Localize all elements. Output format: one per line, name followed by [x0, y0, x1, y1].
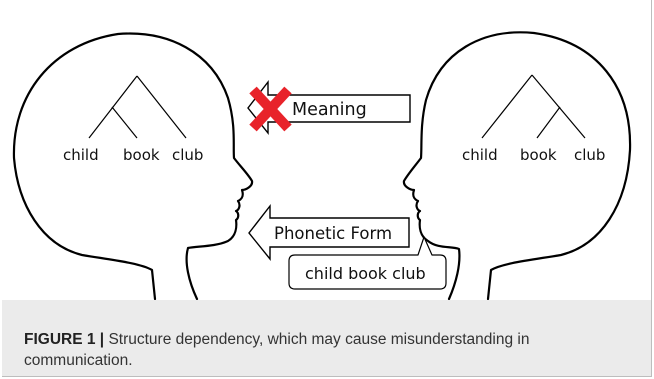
- phonetic-form-arrow-label: Phonetic Form: [274, 224, 392, 243]
- caption-label: FIGURE 1 |: [24, 331, 104, 348]
- figure-caption: FIGURE 1 | Structure dependency, which m…: [24, 329, 624, 371]
- left-tree-word-club: club: [172, 146, 203, 164]
- left-head-outline: [14, 34, 252, 299]
- right-tree-word-child: child: [462, 146, 498, 164]
- speech-bubble-text: child book club: [305, 264, 426, 283]
- left-tree-word-book: book: [123, 146, 160, 164]
- left-tree-word-child: child: [63, 146, 99, 164]
- left-syntax-tree: [89, 76, 186, 138]
- right-tree-word-club: club: [574, 146, 605, 164]
- right-syntax-tree: [482, 75, 585, 138]
- right-tree-word-book: book: [520, 146, 557, 164]
- meaning-arrow-label: Meaning: [292, 100, 367, 120]
